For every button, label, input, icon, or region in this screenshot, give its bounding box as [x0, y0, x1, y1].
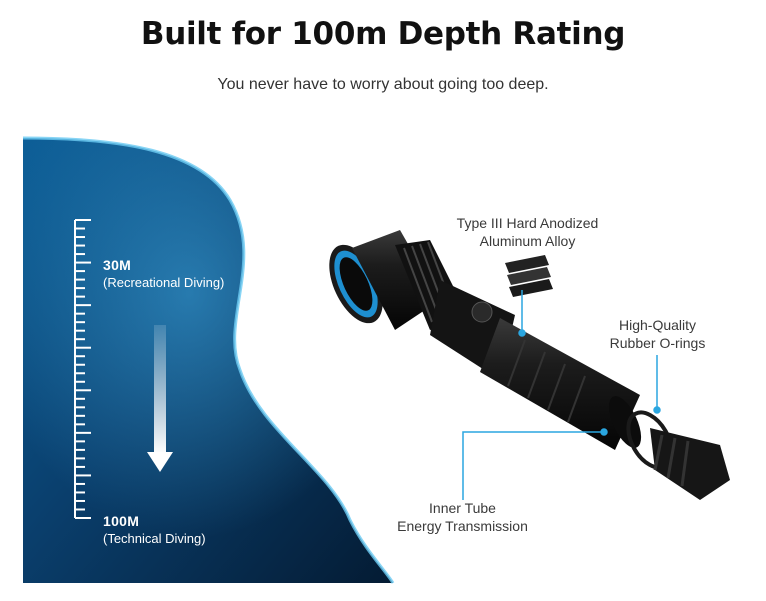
depth-100m-value: 100M	[103, 513, 140, 529]
depth-ruler	[74, 219, 91, 519]
down-arrow-icon	[147, 325, 173, 472]
depth-30m-label: 30M (Recreational Diving)	[103, 257, 224, 291]
callout-tube-label: Inner Tube Energy Transmission	[385, 499, 540, 535]
callout-body-line1: Type III Hard Anodized	[456, 215, 599, 231]
callout-tube-line2: Energy Transmission	[397, 518, 528, 534]
depth-100m-label: 100M (Technical Diving)	[103, 513, 206, 547]
depth-100m-caption: (Technical Diving)	[103, 531, 206, 546]
depth-30m-value: 30M	[103, 257, 132, 273]
callout-orings-line1: High-Quality	[618, 317, 697, 333]
page-title: Built for 100m Depth Rating	[140, 16, 626, 52]
flashlight	[329, 230, 730, 500]
callout-tube-line1: Inner Tube	[429, 500, 496, 516]
depth-30m-caption: (Recreational Diving)	[103, 275, 225, 290]
callout-body-line2: Aluminum Alloy	[479, 233, 576, 249]
page-subtitle: You never have to worry about going too …	[217, 76, 549, 93]
callout-body-label: Type III Hard Anodized Aluminum Alloy	[440, 214, 615, 250]
callout-orings-line2: Rubber O-rings	[609, 335, 706, 351]
callout-lines	[462, 290, 661, 500]
callout-orings-label: High-Quality Rubber O-rings	[595, 316, 720, 352]
